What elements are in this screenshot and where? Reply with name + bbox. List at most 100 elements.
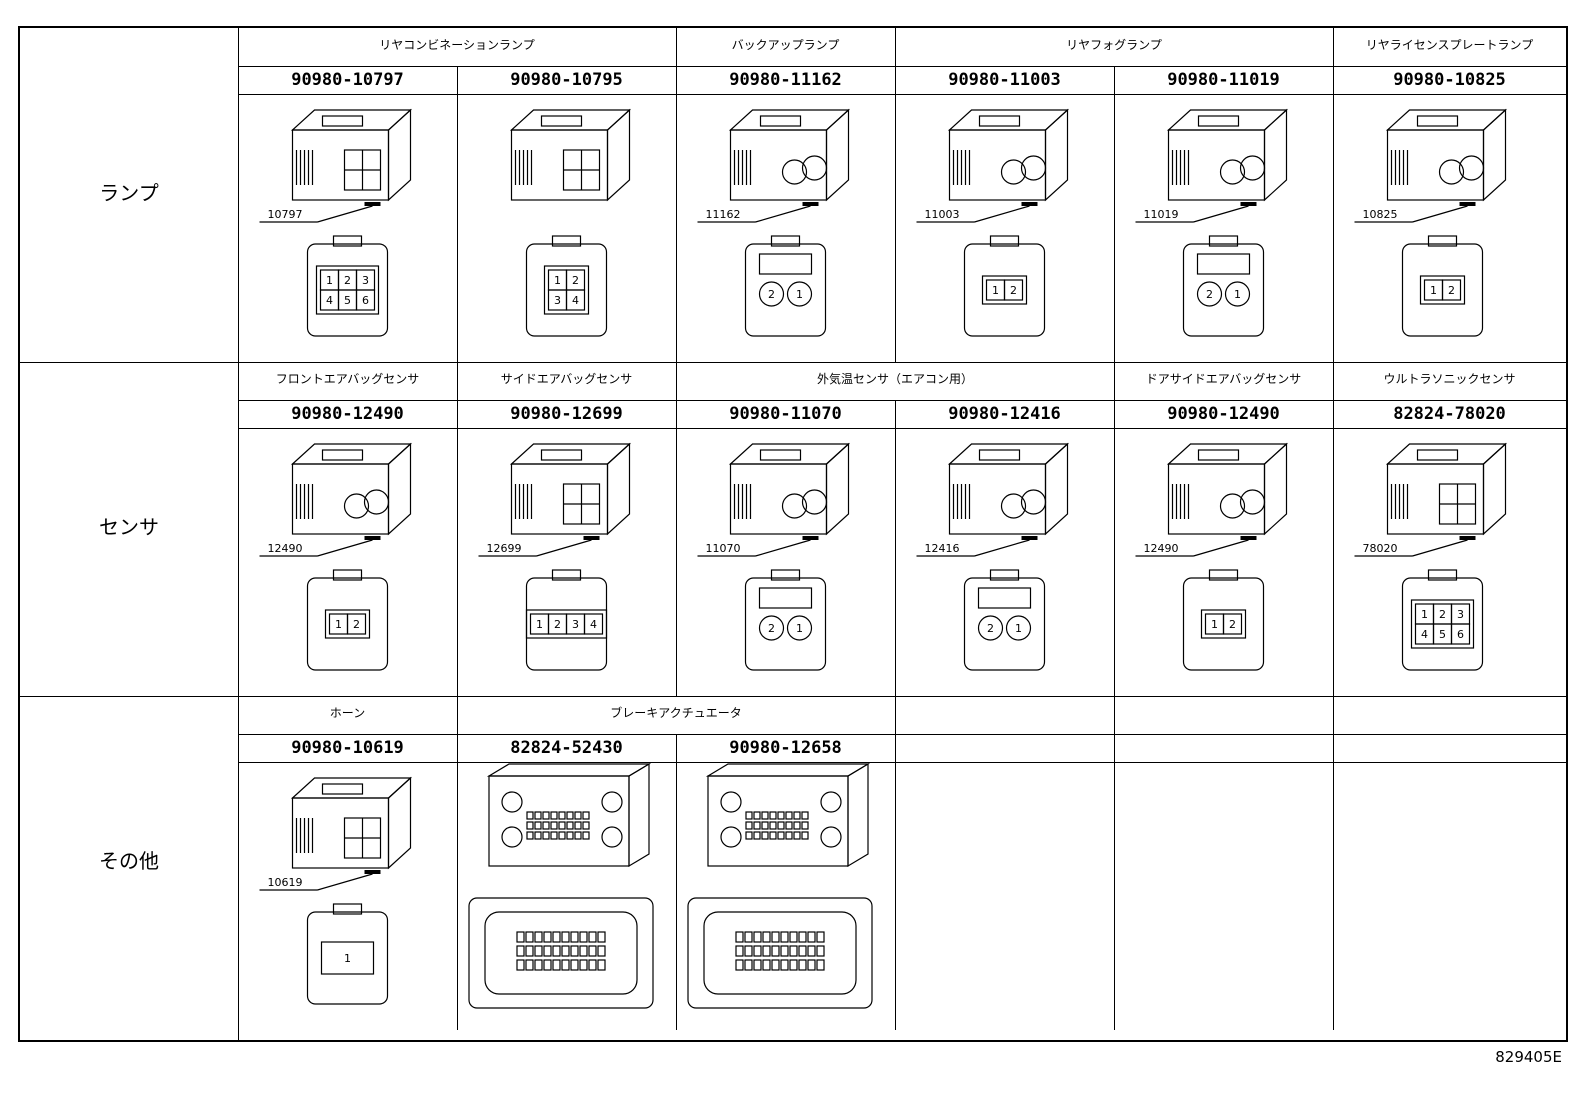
- marking-stripe: [364, 870, 381, 874]
- pin-number: 2: [768, 622, 775, 635]
- front-lock: [1427, 235, 1458, 247]
- pin-number: 2: [1439, 608, 1446, 621]
- callout-label: 11070: [706, 542, 741, 555]
- callout-leader: [1193, 539, 1249, 557]
- actuator-cavity: [582, 821, 590, 830]
- pin-cavity: [346, 613, 367, 635]
- actuator-cavity: [777, 821, 785, 830]
- actuator-terminal: [516, 945, 525, 957]
- actuator-cavity: [526, 811, 534, 820]
- body-latch: [321, 449, 364, 461]
- body-top: [1166, 109, 1289, 131]
- section-header: 外気温センサ（エアコン用）: [816, 372, 973, 386]
- actuator-cavity: [777, 831, 785, 840]
- body-latch: [1197, 449, 1240, 461]
- front-outline: [306, 243, 389, 337]
- body-latch: [321, 115, 364, 127]
- body-side: [606, 108, 631, 202]
- actuator-cavity: [801, 821, 809, 830]
- callout-label: 11162: [706, 208, 741, 221]
- pin-cavity: [1222, 613, 1243, 635]
- front-lock: [1208, 569, 1239, 581]
- actuator-terminal: [798, 931, 807, 943]
- actuator-terminal: [789, 959, 798, 971]
- front-lock: [770, 569, 801, 581]
- pin-cavity: [786, 615, 813, 641]
- grid-vline: [895, 734, 896, 1030]
- body-side: [387, 442, 412, 536]
- pin-number: 4: [326, 294, 333, 307]
- part-number: 90980-10825: [1393, 70, 1506, 90]
- part-number: 90980-12658: [729, 738, 842, 758]
- actuator-terminal: [525, 931, 534, 943]
- body-cavity: [781, 493, 808, 519]
- grid-vline: [676, 734, 677, 1030]
- actuator-cavity: [526, 821, 534, 830]
- body-latch: [978, 449, 1021, 461]
- callout-leader: [755, 205, 811, 223]
- body-top: [509, 443, 632, 465]
- actuator-face: [687, 897, 873, 1009]
- actuator-cavity: [793, 831, 801, 840]
- part-number: 90980-11070: [729, 404, 842, 424]
- body-front: [1386, 129, 1485, 201]
- grid-vline: [1333, 734, 1334, 1030]
- grid-vline: [1333, 400, 1334, 696]
- part-number: 90980-12490: [291, 404, 404, 424]
- actuator-top: [705, 763, 871, 777]
- body-side: [387, 108, 412, 202]
- actuator-cavity: [753, 831, 761, 840]
- body-front: [729, 463, 828, 535]
- front-lock: [332, 235, 363, 247]
- body-front: [291, 463, 390, 535]
- body-cavity: [1239, 489, 1266, 515]
- connector-drawing: [468, 762, 654, 1009]
- body-cavity: [1000, 159, 1027, 185]
- connector-chart: ランプリヤコンビネーションランプバックアップランプリヤフォグランプリヤライセンス…: [18, 26, 1568, 1042]
- section-header: リヤコンビネーションランプ: [379, 38, 535, 52]
- actuator-pin-boss: [601, 826, 623, 848]
- actuator-terminal: [543, 959, 552, 971]
- body-side: [606, 442, 631, 536]
- callout-label: 12699: [487, 542, 522, 555]
- body-cavity: [363, 489, 390, 515]
- actuator-terminal: [588, 931, 597, 943]
- actuator-terminal: [753, 945, 762, 957]
- actuator-terminal: [579, 959, 588, 971]
- actuator-terminal: [744, 931, 753, 943]
- pin-cavity: [1224, 281, 1251, 307]
- callout-label: 12490: [1144, 542, 1179, 555]
- actuator-cavity: [574, 811, 582, 820]
- grid-hline: [238, 762, 1566, 763]
- pin-frame: [981, 275, 1028, 305]
- body-side: [1263, 442, 1288, 536]
- body-cavity: [1239, 155, 1266, 181]
- grid-vline: [1114, 66, 1115, 362]
- section-header: リヤライセンスプレートランプ: [1365, 38, 1534, 52]
- connector-cell: [457, 762, 676, 1030]
- actuator-terminal: [543, 945, 552, 957]
- actuator-pin-boss: [820, 791, 842, 813]
- pin-cavity: [355, 289, 376, 311]
- callout-leader: [536, 539, 592, 557]
- body-top: [947, 443, 1070, 465]
- actuator-terminal: [807, 931, 816, 943]
- pin-number: 2: [1206, 288, 1213, 301]
- grid-hline: [238, 734, 1566, 735]
- pin-number: 1: [1421, 608, 1428, 621]
- front-outline: [306, 911, 389, 1005]
- part-number: 82824-52430: [510, 738, 623, 758]
- grid-vline: [457, 696, 458, 734]
- actuator-terminal: [762, 945, 771, 957]
- actuator-terminal: [762, 959, 771, 971]
- actuator-terminal: [771, 959, 780, 971]
- pin-cavity: [977, 615, 1004, 641]
- section-header: フロントエアバッグセンサ: [275, 372, 420, 386]
- actuator-cavity: [574, 831, 582, 840]
